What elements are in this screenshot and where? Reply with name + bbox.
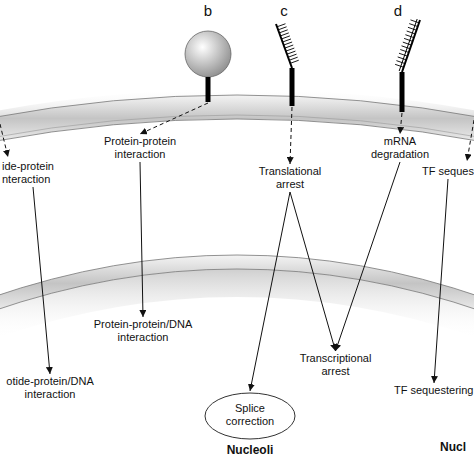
linker-stick: [400, 72, 405, 112]
process-label: Protein-protein/DNA interaction: [86, 318, 200, 344]
solid-arrow: [336, 162, 401, 351]
panel-letter: c: [278, 2, 290, 19]
base-tooth: [286, 48, 294, 51]
offpage-arrow: [0, 124, 8, 157]
base-tooth: [405, 35, 414, 38]
region-label: Nucl: [440, 440, 466, 454]
base-tooth: [290, 60, 298, 63]
base-tooth: [409, 24, 418, 27]
node-text: otide-protein/DNA interaction: [0, 375, 100, 401]
process-label: mRNA degradation: [360, 135, 440, 161]
base-tooth: [279, 30, 287, 33]
nucleus-shade: [0, 269, 474, 340]
process-label: Transcriptional arrest: [288, 352, 383, 378]
oligo-backbone: [402, 20, 420, 72]
solid-arrow: [290, 192, 336, 351]
base-tooth: [407, 31, 416, 34]
node-text: Protein-protein interaction: [95, 135, 185, 161]
molecule-drawing: [262, 2, 322, 106]
base-tooth: [278, 27, 286, 30]
region-label: Nucleoli: [204, 444, 296, 457]
nucleolus-ellipse: Splice correctionNucleoli: [204, 392, 296, 458]
oligo-molecule: b: [180, 2, 236, 102]
node-text: Transcriptional arrest: [288, 352, 383, 378]
base-tooth: [280, 33, 288, 36]
base-tooth: [411, 20, 420, 23]
base-tooth: [408, 27, 417, 30]
base-tooth: [287, 51, 295, 54]
base-tooth: [289, 57, 297, 60]
protein-sphere: [185, 31, 231, 77]
base-tooth: [399, 53, 408, 56]
solid-arrow: [33, 187, 50, 374]
nucleolus-ellipse: [205, 393, 295, 439]
process-label: TF sequestering: [394, 384, 474, 397]
solid-arrow: [140, 162, 143, 317]
base-tooth: [281, 36, 289, 39]
process-label: Protein-protein interaction: [95, 135, 185, 161]
node-text: Protein-protein/DNA interaction: [86, 318, 200, 344]
base-tooth: [284, 42, 292, 45]
linker-stick: [206, 77, 211, 102]
membrane-line: [0, 115, 474, 138]
process-label: TF seques: [422, 165, 474, 178]
linker-stick: [290, 68, 295, 106]
panel-letter: b: [202, 2, 214, 19]
base-tooth: [277, 24, 285, 27]
base-tooth: [283, 39, 291, 42]
oligo-molecule: d: [372, 2, 432, 112]
base-tooth: [403, 42, 412, 45]
base-tooth: [288, 54, 296, 57]
dashed-arrow: [400, 113, 402, 134]
base-tooth: [396, 61, 405, 64]
process-label: Translational arrest: [250, 165, 330, 191]
dashed-arrow: [290, 107, 292, 164]
node-text: ide-protein nteraction: [2, 160, 64, 186]
oligo-strand: [399, 19, 417, 71]
base-tooth: [404, 38, 413, 41]
solid-arrow: [434, 179, 448, 383]
base-tooth: [402, 46, 411, 49]
offpage-arrow: [467, 120, 474, 161]
node-text: Splice correction: [204, 402, 296, 428]
node-text: Translational arrest: [250, 165, 330, 191]
node-text: TF sequestering: [394, 384, 474, 397]
envelope-line: [0, 269, 474, 312]
node-text: TF seques: [422, 165, 474, 178]
dashed-arrow: [140, 103, 208, 134]
base-tooth: [395, 64, 404, 67]
base-tooth: [400, 50, 409, 53]
process-label: ide-protein nteraction: [2, 160, 64, 186]
process-label: otide-protein/DNA interaction: [0, 375, 100, 401]
oligo-molecule: c: [262, 2, 322, 106]
base-tooth: [398, 57, 407, 60]
solid-arrow: [250, 192, 290, 391]
envelope-line: [0, 255, 474, 298]
base-tooth: [285, 45, 293, 48]
panel-letter: d: [392, 2, 404, 19]
node-text: mRNA degradation: [360, 135, 440, 161]
